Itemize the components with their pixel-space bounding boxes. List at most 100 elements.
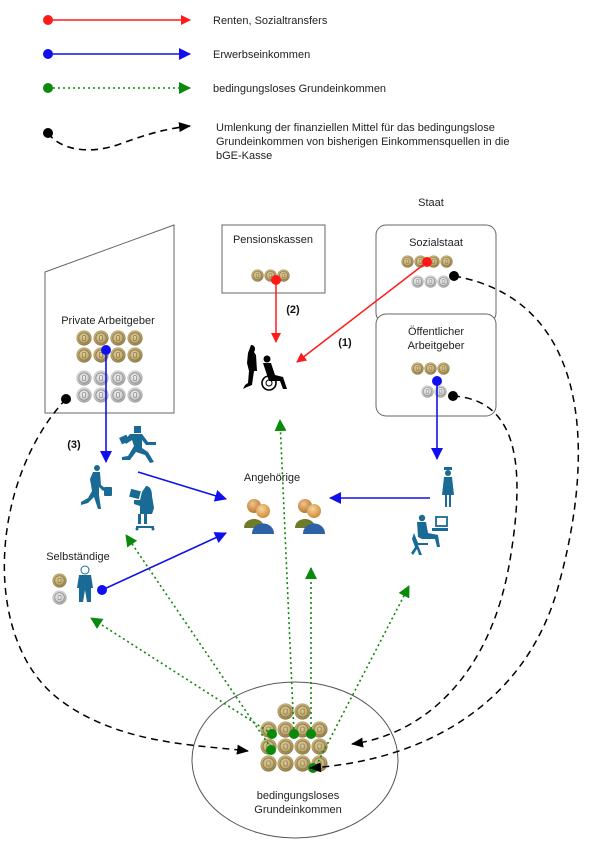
arrow-sozialstaat-to-pensioner [296, 261, 428, 363]
gold-coin-icon [277, 703, 294, 720]
arrow-employees-to-family [137, 471, 227, 502]
arrow-private-origin [101, 345, 111, 355]
silver-coin-icon [127, 387, 143, 403]
legend: Renten, Sozialtransfers Erwerbseinkommen… [43, 15, 510, 162]
legend-label-pensions: Renten, Sozialtransfers [213, 15, 328, 27]
gold-coin-icon [401, 255, 414, 268]
office-worker-icon [129, 486, 155, 531]
redirect-flows [3, 275, 580, 773]
annotation-2: (2) [286, 304, 300, 316]
pensionskassen-label: Pensionskassen [233, 234, 313, 246]
silver-coin-icon [52, 590, 67, 605]
gold-coin-icon [127, 347, 143, 363]
arrow-ubi-to-employees [125, 534, 272, 749]
public-employee-icons [411, 467, 454, 555]
arrow-ubi-to-selbstaendige [90, 617, 273, 735]
gold-coin-icon [311, 738, 328, 755]
computer-worker-icon [411, 514, 448, 555]
staat-label: Staat [418, 197, 444, 209]
selbstaendige-coins [52, 573, 67, 605]
silver-coin-icon [76, 370, 92, 386]
gold-coin-icon [424, 362, 437, 375]
silver-coin-icon [421, 385, 434, 398]
legend-label-redirect-1: Umlenkung der finanziellen Mittel für da… [216, 122, 495, 134]
legend-item-pensions: Renten, Sozialtransfers [43, 15, 328, 27]
family-couple-icon [295, 499, 325, 534]
employee-icons [81, 426, 156, 531]
legend-item-ubi: bedingungsloses Grundeinkommen [43, 82, 386, 95]
legend-red-dot [43, 15, 53, 25]
arrow-public-origin [432, 376, 442, 386]
silver-coin-icon [127, 370, 143, 386]
legend-item-redirect: Umlenkung der finanziellen Mittel für da… [43, 122, 510, 162]
redirect-origins [61, 271, 459, 404]
ubi-flows [90, 419, 410, 767]
nurse-icon [442, 467, 454, 507]
arrow-ubi-to-public-employees [315, 585, 410, 767]
arrow-private-to-bge [3, 398, 249, 755]
family-couple-icon [244, 499, 274, 534]
silver-coin-icon [434, 385, 447, 398]
gold-coin-icon [277, 755, 294, 772]
silver-coin-icon [110, 387, 126, 403]
silver-coin-icon [110, 370, 126, 386]
sozialstaat-box: Sozialstaat [375, 224, 497, 324]
bge-kasse: bedingungsloses Grundeinkommen [191, 681, 399, 839]
gold-coin-icon [127, 330, 143, 346]
walking-businessman-icon [81, 465, 112, 509]
legend-black-dot [43, 128, 53, 138]
oeffentlicher-arbeitgeber-label-2: Arbeitgeber [408, 340, 465, 352]
arrow-sozialstaat-to-bge [309, 275, 580, 773]
gold-coin-icon [294, 703, 311, 720]
gold-coin-icon [93, 330, 109, 346]
annotation-1: (1) [338, 337, 352, 349]
pension-flows [271, 257, 432, 363]
legend-label-earned-income: Erwerbseinkommen [213, 49, 310, 61]
arrow-pension-origin [271, 275, 281, 285]
oeffentlicher-arbeitgeber-label-1: Öffentlicher [408, 326, 464, 338]
silver-coin-icon [411, 275, 424, 288]
bge-kasse-label-1: bedingungsloses [257, 790, 340, 802]
arrow-sozialstaat-origin [422, 257, 432, 267]
arrow-selbst-origin [97, 585, 107, 595]
wheelchair-caregiver-icon [243, 345, 287, 391]
running-worker-icon [119, 426, 156, 463]
gold-coin-icon [294, 738, 311, 755]
gold-coin-icon [110, 330, 126, 346]
arrow-ubi-to-pensioner [274, 419, 295, 735]
legend-label-ubi: bedingungsloses Grundeinkommen [213, 83, 386, 95]
selbstaendige-label: Selbständige [46, 551, 110, 563]
annotation-3: (3) [67, 439, 81, 451]
legend-label-redirect-3: bGE-Kasse [216, 150, 272, 162]
businessman-icon [77, 565, 93, 602]
bge-kasse-label-2: Grundeinkommen [254, 804, 341, 816]
legend-blue-dot [43, 49, 53, 59]
legend-label-redirect-2: Grundeinkommen von bisherigen Einkommens… [216, 136, 510, 148]
oeffentlicher-arbeitgeber-box: Öffentlicher Arbeitgeber [375, 313, 497, 417]
earned-income-flows [97, 345, 443, 595]
gold-coin-icon [110, 347, 126, 363]
sozialstaat-label: Sozialstaat [409, 237, 463, 249]
private-arbeitgeber-box: Private Arbeitgeber [44, 224, 175, 414]
arrow-public-to-bge [351, 395, 518, 748]
silver-coin-icon [424, 275, 437, 288]
silver-coin-icon [76, 387, 92, 403]
legend-black-curve [47, 122, 191, 151]
private-arbeitgeber-label: Private Arbeitgeber [61, 315, 155, 327]
gold-coin-icon [260, 755, 277, 772]
pensionskassen-coins [251, 269, 290, 282]
gold-coin-icon [52, 573, 67, 588]
arrow-selbst-to-family [101, 532, 227, 591]
angehoerige-label: Angehörige [244, 472, 300, 484]
gold-coin-icon [437, 362, 450, 375]
gold-coin-icon [277, 738, 294, 755]
legend-green-dot [43, 83, 53, 93]
gold-coin-icon [411, 362, 424, 375]
gold-coin-icon [76, 347, 92, 363]
gold-coin-icon [251, 269, 264, 282]
silver-coin-icon [437, 275, 450, 288]
gold-coin-icon [440, 255, 453, 268]
gold-coin-icon [76, 330, 92, 346]
legend-item-earned-income: Erwerbseinkommen [43, 48, 310, 61]
